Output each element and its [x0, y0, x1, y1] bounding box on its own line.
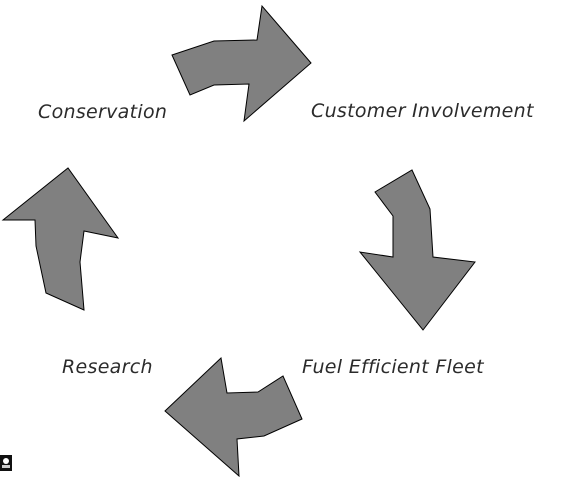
cycle-arrow-right — [358, 169, 476, 331]
corner-glyph-icon — [0, 455, 12, 471]
stage-label-research: Research — [62, 356, 153, 378]
stage-label-customer-involvement: Customer Involvement — [311, 100, 534, 122]
stage-label-fuel-efficient-fleet: Fuel Efficient Fleet — [302, 356, 484, 378]
cycle-arrow-left — [1, 167, 120, 311]
cycle-arrow-bottom — [164, 356, 303, 477]
stage-label-conservation: Conservation — [38, 101, 168, 123]
cycle-arrow-top — [171, 4, 312, 123]
